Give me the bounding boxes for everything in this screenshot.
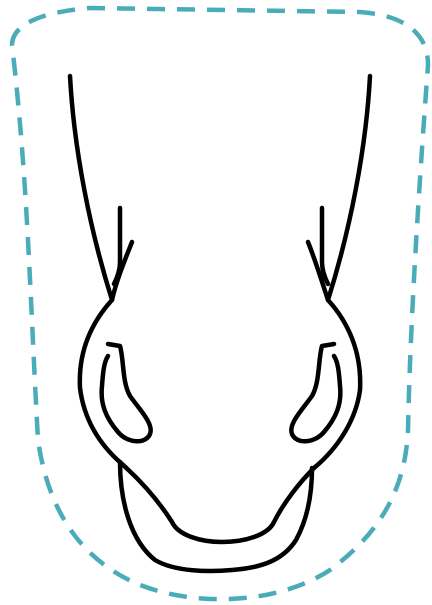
left-outer-contour — [70, 76, 370, 542]
muzzle-bottom-band — [120, 462, 312, 571]
right-nostril — [291, 344, 340, 441]
left-nostril — [102, 344, 151, 441]
dashed-boundary — [12, 8, 428, 599]
right-inner-stub — [322, 208, 328, 284]
